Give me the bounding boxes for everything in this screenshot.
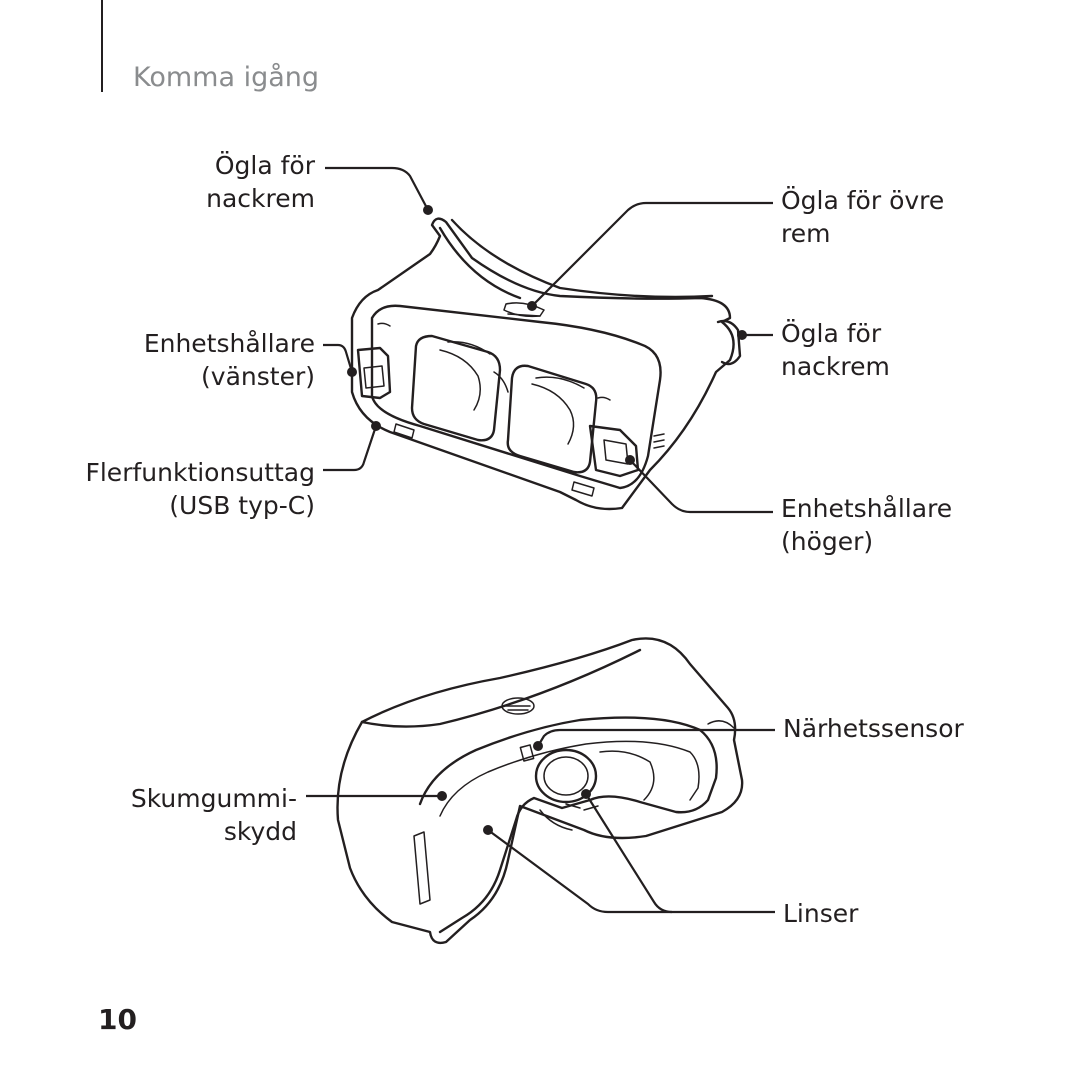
leader-lines-bottom <box>306 728 775 914</box>
label-device-holder-left: Enhetshållare (vänster) <box>144 327 315 393</box>
section-title: Komma igång <box>133 62 320 93</box>
headset-face-view <box>336 637 744 945</box>
label-line: rem <box>781 219 831 248</box>
label-line: skydd <box>223 817 297 846</box>
label-line: (vänster) <box>201 362 315 391</box>
label-line: Ögla för <box>214 151 315 180</box>
label-usb-port: Flerfunktionsuttag (USB typ-C) <box>85 456 315 522</box>
label-device-holder-right: Enhetshållare (höger) <box>781 492 952 558</box>
label-line: nackrem <box>781 352 890 381</box>
label-lenses: Linser <box>783 897 858 930</box>
label-neck-strap-loop-left: Ögla för nackrem <box>206 149 315 215</box>
label-line: Enhetshållare <box>143 329 315 358</box>
leader-lines-top <box>323 166 773 514</box>
label-line: Närhetssensor <box>783 714 964 743</box>
label-neck-strap-loop-right: Ögla för nackrem <box>781 317 890 383</box>
label-line: Ögla för övre <box>781 186 945 215</box>
label-line: Ögla för <box>781 319 882 348</box>
label-line: Skumgummi- <box>130 784 297 813</box>
section-rule <box>101 0 103 92</box>
label-line: (höger) <box>781 527 874 556</box>
label-line: Linser <box>783 899 859 928</box>
label-proximity-sensor: Närhetssensor <box>783 712 964 745</box>
label-foam-cushion: Skumgummi- skydd <box>131 782 297 848</box>
label-line: Flerfunktionsuttag <box>85 458 315 487</box>
page-number: 10 <box>98 1003 137 1036</box>
label-line: nackrem <box>206 184 315 213</box>
label-line: Enhetshållare <box>781 494 953 523</box>
label-top-strap-loop: Ögla för övre rem <box>781 184 944 250</box>
label-line: (USB typ-C) <box>169 491 315 520</box>
headset-rear-view <box>350 217 742 511</box>
